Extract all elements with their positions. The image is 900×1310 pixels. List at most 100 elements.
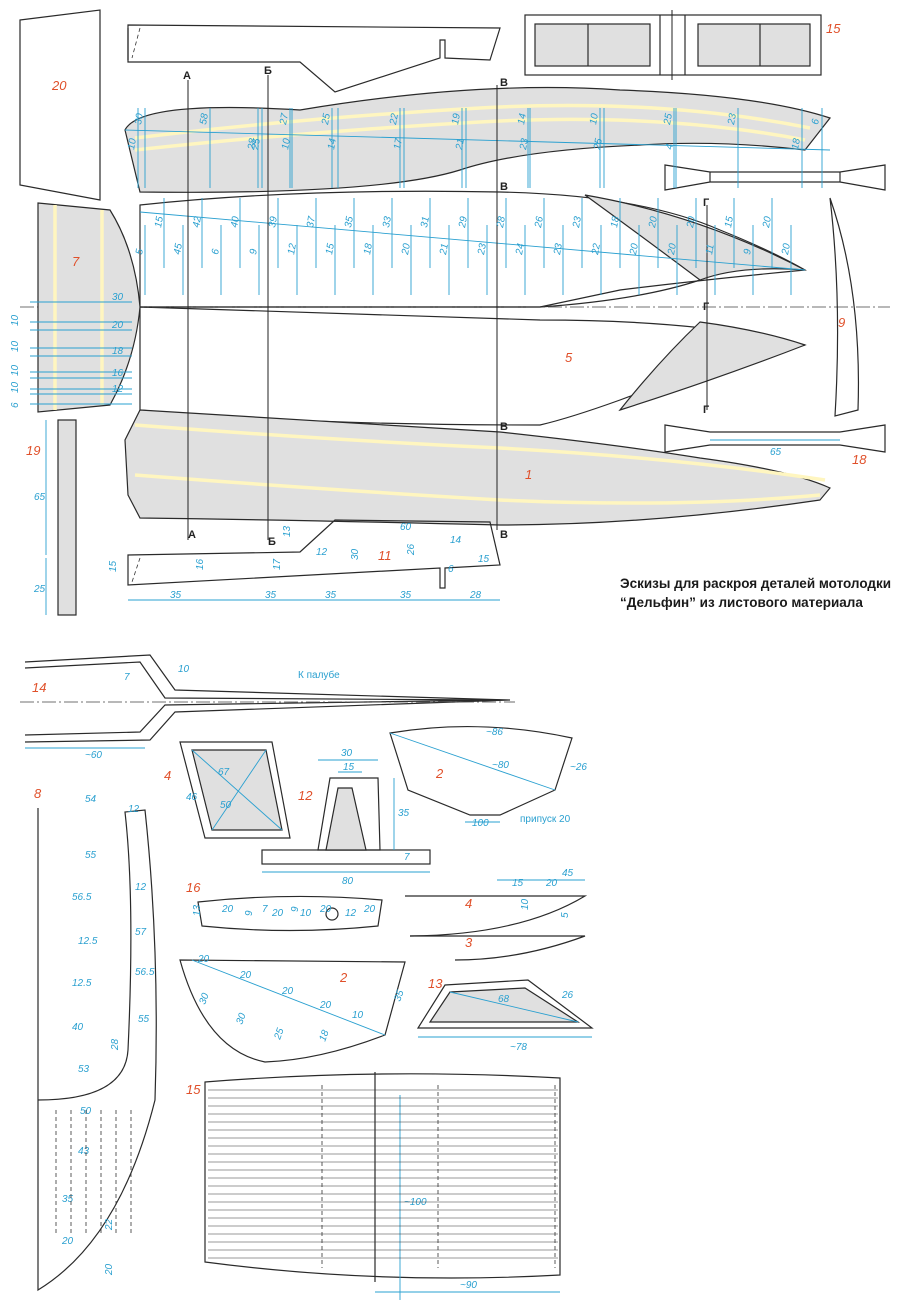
part-16-dim-label: 7 xyxy=(262,904,268,915)
part-13-number: 13 xyxy=(428,976,443,991)
keel-dim-label: 26 xyxy=(406,543,417,556)
part-2-lower-dim-label: 30 xyxy=(234,1011,248,1026)
bottom-dim-label: 20 xyxy=(647,215,660,229)
part-19-dim-1: 65 xyxy=(34,492,46,503)
keel-dim-label: 15 xyxy=(478,554,490,565)
keel-dim-label: 60 xyxy=(400,522,412,533)
bottom-dim-label: 23 xyxy=(552,242,565,256)
upper-dim-label: 23 xyxy=(726,112,739,126)
upper-dim-label: 30 xyxy=(133,112,146,125)
part-4-dim-3: 50 xyxy=(220,800,232,811)
transom-dim-label: 16 xyxy=(112,368,124,379)
part-12-number: 12 xyxy=(298,788,313,803)
part-3-number: 3 xyxy=(465,935,473,950)
part-16-dim-label: 20 xyxy=(271,908,284,919)
keel-dim-label: 17 xyxy=(272,558,283,570)
upper-dim-label: 23 xyxy=(518,137,531,151)
part-2-lower-dim-label: 20 xyxy=(239,970,252,981)
bottom-dim-label: 23 xyxy=(571,215,584,229)
transom-dim-label: 12 xyxy=(112,384,124,395)
upper-dim-label: 14 xyxy=(516,112,529,125)
keel-dim-label: 13 xyxy=(282,525,293,537)
part-2-lower-dim-label: 35 xyxy=(392,988,406,1003)
part-8-dim-label: 12.5 xyxy=(72,978,92,989)
part-7-number: 7 xyxy=(72,254,80,269)
part-13-dim-1: 68 xyxy=(498,994,510,1005)
part-2-top-dim-3: ~26 xyxy=(570,762,587,773)
part-9-number: 9 xyxy=(838,315,845,330)
top-keel-strip xyxy=(127,24,501,93)
keel-dim-label: 12 xyxy=(316,547,328,558)
part-2-top-dim-1: ~86 xyxy=(486,727,503,738)
bottom-dim-label: 20 xyxy=(666,242,679,256)
bottom-dim-label: 5 xyxy=(134,248,146,256)
part-16-dim-label: 20 xyxy=(319,904,332,915)
part-2-lower-dim-label: 18 xyxy=(317,1028,331,1043)
bottom-dim-label: 18 xyxy=(609,215,622,228)
bottom-dim-label: 28 xyxy=(495,215,508,229)
part-14-dim-2: 10 xyxy=(178,664,190,675)
part-18-dim: 65 xyxy=(770,447,782,458)
bottom-dim-label: 18 xyxy=(362,242,375,255)
part-19-dim-2: 25 xyxy=(33,584,46,595)
bottom-dim-label: 20 xyxy=(685,215,698,229)
upper-dim-label: 17 xyxy=(392,137,405,150)
keel-dim-label: 14 xyxy=(450,535,462,546)
bottom-dim-label: 9 xyxy=(248,248,260,256)
transom-dim-label: 18 xyxy=(112,346,124,357)
bottom-dim-label: 12 xyxy=(286,242,299,255)
upper-dim-label: 19 xyxy=(450,112,463,125)
bottom-dim-label: 15 xyxy=(153,215,166,228)
part-19: 19 xyxy=(26,419,77,616)
part-2-lower: 2 xyxy=(179,959,406,1063)
upper-dim-label: 6 xyxy=(810,118,822,126)
allowance-note: припуск 20 xyxy=(520,814,571,825)
part-4-small-number: 4 xyxy=(465,896,472,911)
bottom-dim-label: 37 xyxy=(305,215,318,228)
part-16-dim-label: 13 xyxy=(192,904,203,916)
upper-dim-label: 28 xyxy=(246,137,259,151)
part-15-top-number: 15 xyxy=(826,21,841,36)
keel-dim-label: 35 xyxy=(265,590,277,601)
part-2-lower-dim-label: 10 xyxy=(352,1010,364,1021)
part-2-lower-dim-label: 20 xyxy=(197,954,210,965)
part-18-top xyxy=(664,164,886,191)
part-5-number: 5 xyxy=(565,350,573,365)
upper-dim-label: 25 xyxy=(592,137,605,151)
bottom-dim-label: 9 xyxy=(742,248,754,256)
upper-dim-label: 25 xyxy=(662,112,675,126)
part-8-dim-label: 12 xyxy=(135,882,147,893)
transom-dim-label: 10 xyxy=(10,340,21,352)
part-8-dim-label: 53 xyxy=(78,1064,90,1075)
part-4-frame-number: 4 xyxy=(164,768,171,783)
axis-g-mid: Г xyxy=(703,301,710,313)
part-2-top-number: 2 xyxy=(435,766,444,781)
part-14-number: 14 xyxy=(32,680,46,695)
upper-dim-label: 18 xyxy=(790,137,803,150)
axis-b-bottom: Б xyxy=(268,536,276,548)
part-1-number: 1 xyxy=(525,467,532,482)
part-8-dim-label: 55 xyxy=(85,850,97,861)
part-4-small-dim-label: 20 xyxy=(545,878,558,889)
part-8-dim-label: 56.5 xyxy=(72,892,92,903)
part-8-dim-label: 54 xyxy=(85,794,97,805)
part-8-dim-label: 57 xyxy=(135,927,147,938)
axis-v-top: В xyxy=(500,77,508,89)
keel-dim-label: 30 xyxy=(350,548,361,560)
transom-dim-label: 10 xyxy=(10,314,21,326)
caption: Эскизы для раскроя деталей мотолодки “Де… xyxy=(620,574,900,612)
bottom-dim-label: 15 xyxy=(723,215,736,228)
part-19-number: 19 xyxy=(26,443,40,458)
part-2-lower-dim-label: 20 xyxy=(319,1000,332,1011)
part-15-dim-2: ~90 xyxy=(460,1280,477,1291)
upper-dim-label: 21 xyxy=(454,138,467,152)
part-13-dim-3: ~78 xyxy=(510,1042,527,1053)
part-12-dim-4: 7 xyxy=(404,852,410,863)
axis-v-low: В xyxy=(500,421,508,433)
part-8-dim-label: 20 xyxy=(104,1263,115,1276)
part-4-small: 4 xyxy=(405,895,588,937)
part-18-number: 18 xyxy=(852,452,867,467)
